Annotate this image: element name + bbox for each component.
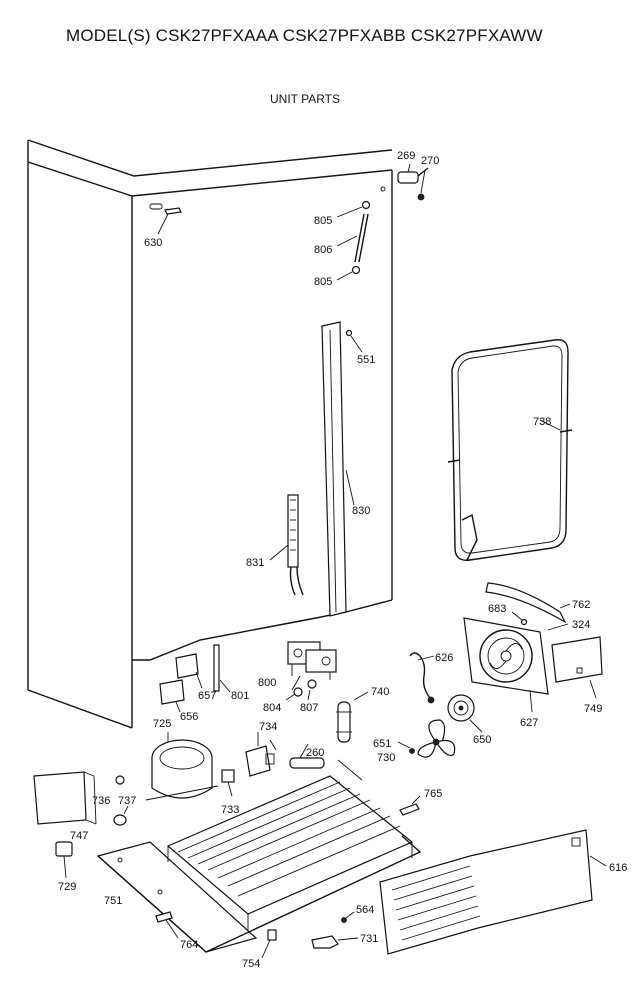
part-number-labels: 269 270 630 805 806 805 551 738 830 831 … [58,150,627,970]
part-label-831: 831 [246,557,264,569]
part-657-bracket [175,653,203,689]
part-627-shroud [463,617,549,713]
part-label-683: 683 [488,603,506,615]
part-551-screw [345,329,363,353]
part-731-clip [311,935,359,949]
part-800-valve [287,641,337,691]
part-label-736: 736 [92,795,110,807]
part-738-loop [447,339,573,561]
part-label-733: 733 [221,804,239,816]
part-label-804: 804 [263,702,281,714]
part-label-749: 749 [584,703,602,715]
part-label-270: 270 [421,155,439,167]
part-label-551: 551 [357,354,375,366]
part-754-bracket [261,929,277,959]
part-label-740: 740 [371,686,389,698]
part-label-731: 731 [360,933,378,945]
part-762-duct [485,582,571,624]
part-label-627: 627 [520,717,538,729]
part-label-324: 324 [572,619,590,631]
part-label-805-top: 805 [314,215,332,227]
part-269-270-fitting [397,163,429,201]
part-label-616: 616 [609,862,627,874]
part-label-830: 830 [352,505,370,517]
part-label-260: 260 [306,747,324,759]
part-label-762: 762 [572,599,590,611]
part-label-806: 806 [314,244,332,256]
model-title: MODEL(S) CSK27PFXAAA CSK27PFXABB CSK27PF… [66,26,543,45]
part-label-738: 738 [533,416,551,428]
part-label-651: 651 [373,738,391,750]
part-650-motor [447,694,483,733]
part-806-tube [336,200,371,281]
part-label-730: 730 [377,752,395,764]
part-740-relay [336,691,369,743]
part-label-765: 765 [424,788,442,800]
part-label-729: 729 [58,881,76,893]
part-729-capacitor [55,841,73,879]
part-831-harness [269,494,304,596]
part-751-base [96,835,422,953]
part-label-801: 801 [231,690,249,702]
part-725-compressor [145,732,219,801]
part-651-fan-blade [397,719,456,758]
part-label-650: 650 [473,734,491,746]
part-label-626: 626 [435,652,453,664]
part-749-panel [547,623,603,699]
part-label-725: 725 [153,718,171,730]
part-630-clip [157,207,182,235]
part-830-channel [321,321,355,617]
part-label-734: 734 [259,721,277,733]
part-label-764: 764 [180,939,198,951]
part-737-grommet [113,805,129,826]
part-736-grommet [115,775,125,785]
part-564-screw [341,911,355,923]
cabinet-back [27,139,393,729]
part-label-807: 807 [300,702,318,714]
part-label-800: 800 [258,677,276,689]
part-747-cover [33,771,97,825]
part-label-564: 564 [356,904,374,916]
part-label-269: 269 [397,150,415,162]
part-764-clip [155,911,179,939]
part-label-805-bottom: 805 [314,276,332,288]
section-subtitle: UNIT PARTS [270,92,341,106]
part-616-grille [379,829,607,955]
part-765-clip [399,795,421,816]
part-734-overload [245,732,277,777]
part-656-bracket [159,679,185,713]
part-626-sensor [409,652,435,704]
part-label-656: 656 [180,711,198,723]
part-label-747: 747 [70,830,88,842]
part-801-rod [213,644,231,693]
part-807-grommet [307,679,317,701]
part-730-condenser [166,759,414,930]
part-label-737: 737 [118,795,136,807]
part-label-657: 657 [198,690,216,702]
part-804-grommet [285,687,303,701]
part-260-drier [289,743,325,769]
part-label-630: 630 [144,237,162,249]
part-label-751: 751 [104,895,122,907]
part-label-754: 754 [242,958,260,970]
part-733-block [221,769,235,797]
part-683-screw [511,611,528,626]
